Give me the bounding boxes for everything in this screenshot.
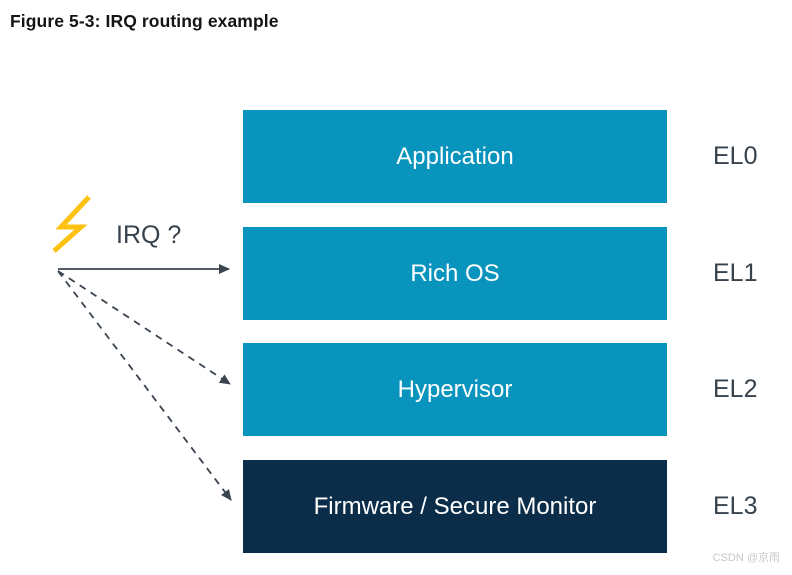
watermark: CSDN @京雨 [712, 552, 780, 564]
lightning-bolt-path [52, 195, 91, 253]
el-label-el1: EL1 [713, 259, 758, 287]
layer-box-hypervisor: Hypervisor [243, 343, 667, 436]
layer-box-application: Application [243, 110, 667, 203]
layer-box-firmware-secure-monitor: Firmware / Secure Monitor [243, 460, 667, 553]
figure-title: Figure 5-3: IRQ routing example [10, 11, 279, 31]
el-label-el3: EL3 [713, 492, 758, 520]
arrow-dashed-to-el2 [57, 270, 231, 385]
el-label-el2: EL2 [713, 375, 758, 403]
lightning-bolt-icon [52, 195, 91, 253]
arrow-dashed-to-el3 [57, 270, 232, 501]
el-label-el0: EL0 [713, 142, 758, 170]
layer-box-rich-os: Rich OS [243, 227, 667, 320]
irq-question-label: IRQ ? [116, 221, 182, 249]
